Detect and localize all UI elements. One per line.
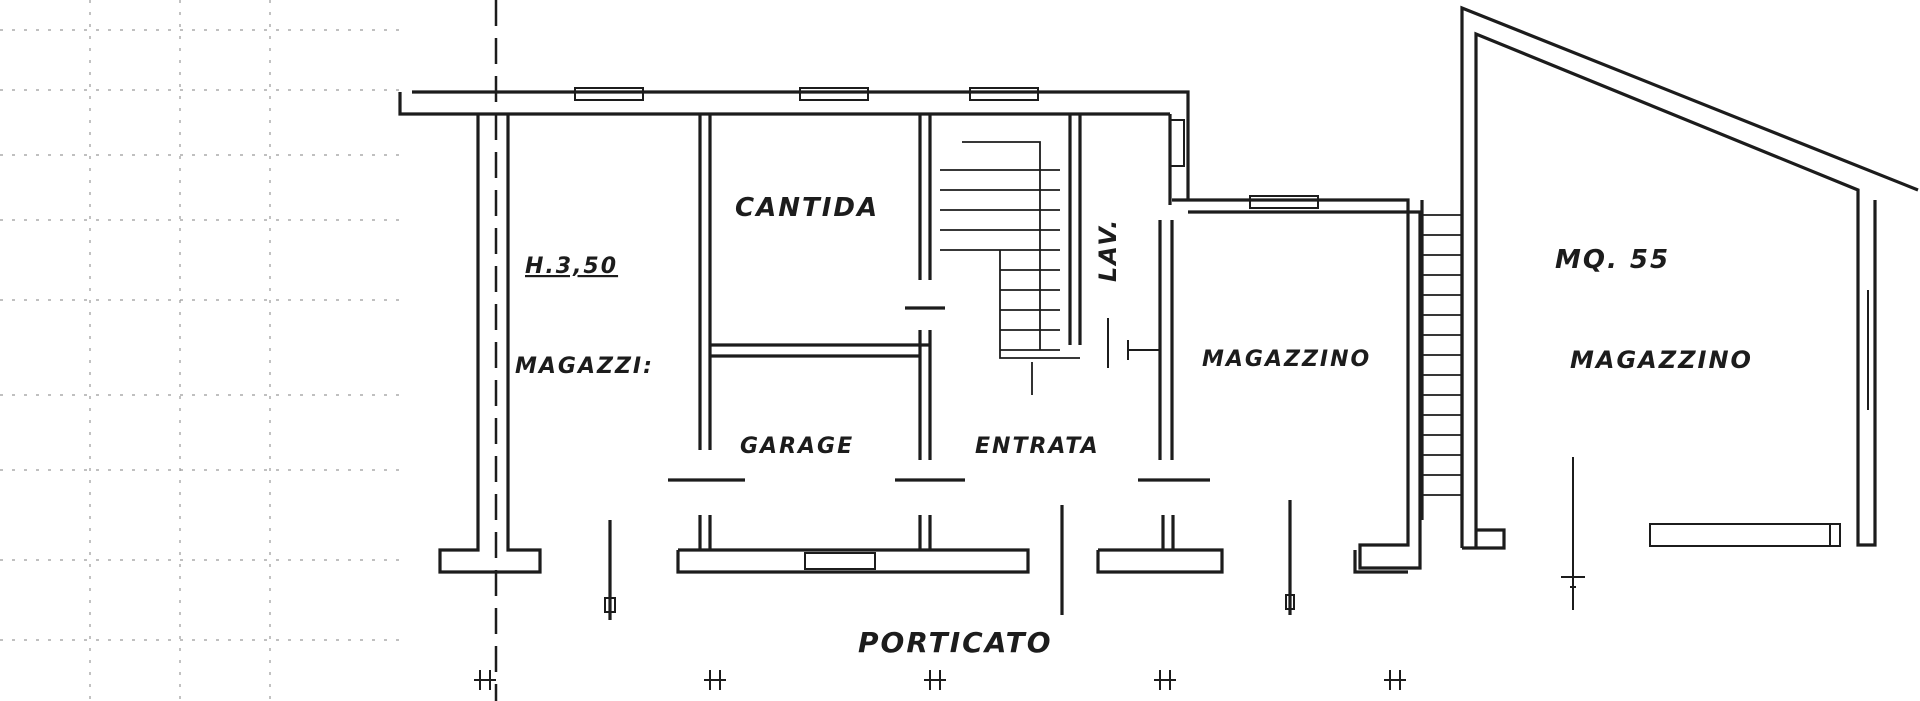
porticato-front bbox=[604, 478, 1408, 620]
wall-right-magazzino bbox=[1460, 5, 1919, 610]
label-magazzino-left: MAGAZZI: bbox=[515, 354, 654, 379]
label-magazzino-center: MAGAZZINO bbox=[1202, 347, 1371, 372]
label-area: MQ. 55 bbox=[1555, 245, 1670, 275]
wall-center-magazzino bbox=[1107, 195, 1422, 570]
stair bbox=[940, 141, 1080, 395]
label-height: H.3,50 bbox=[525, 254, 618, 279]
label-entrata: ENTRATA bbox=[975, 434, 1100, 459]
background-grid bbox=[0, 0, 400, 701]
wall-left-magazzino bbox=[438, 114, 712, 574]
label-lavanderia: LAV. bbox=[1094, 218, 1122, 282]
wall-cantina-garage bbox=[710, 114, 1174, 460]
stair-right bbox=[1420, 200, 1464, 520]
wall-top bbox=[398, 87, 1190, 205]
label-garage: GARAGE bbox=[740, 434, 854, 459]
label-porticato: PORTICATO bbox=[858, 626, 1053, 659]
pillar-marks bbox=[474, 670, 1406, 690]
label-cantina: CANTIDA bbox=[735, 193, 879, 223]
label-magazzino-right: MAGAZZINO bbox=[1570, 346, 1753, 374]
